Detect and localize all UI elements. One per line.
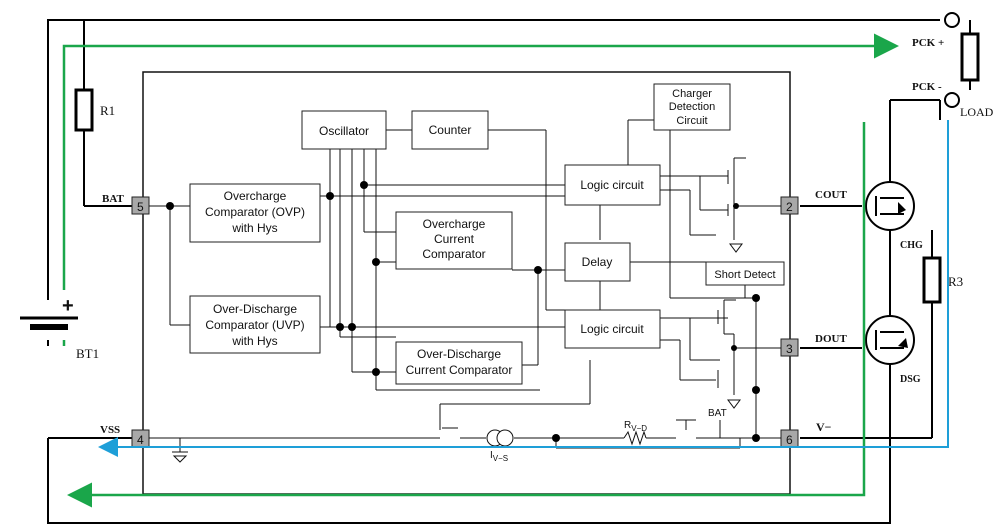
- pck-plus-label: PCK +: [912, 37, 944, 49]
- battery-label: BT1: [76, 346, 99, 361]
- discharge-current-path: [98, 120, 949, 457]
- svg-text:with Hys: with Hys: [231, 221, 277, 235]
- svg-text:Logic circuit: Logic circuit: [580, 322, 644, 336]
- load-resistor: [960, 32, 980, 82]
- ivs-label: IV−S: [490, 450, 508, 463]
- load-label: LOAD: [960, 105, 994, 119]
- bat-pin-label: BAT: [102, 193, 124, 205]
- svg-text:Over-Discharge: Over-Discharge: [213, 302, 297, 316]
- uvp-comparator-block: Over-Discharge Comparator (UVP) with Hys: [189, 295, 321, 354]
- svg-text:Oscillator: Oscillator: [319, 124, 369, 138]
- pck-plus-terminal: [944, 12, 960, 28]
- current-source: [486, 429, 514, 447]
- svg-text:Overcharge: Overcharge: [224, 189, 287, 203]
- svg-text:Circuit: Circuit: [676, 115, 707, 127]
- svg-text:Over-Discharge: Over-Discharge: [417, 347, 501, 361]
- pck-minus-terminal: [944, 92, 960, 108]
- svg-text:Detection: Detection: [669, 101, 715, 113]
- svg-text:Current: Current: [434, 232, 475, 246]
- r1-resistor: [74, 88, 94, 132]
- over-discharge-current-comparator-block: Over-Discharge Current Comparator: [395, 341, 523, 385]
- svg-text:with Hys: with Hys: [231, 334, 277, 348]
- chg-mosfet: [865, 181, 915, 231]
- svg-text:Overcharge: Overcharge: [423, 217, 486, 231]
- rvd-resistor: [623, 430, 647, 446]
- svg-text:4: 4: [137, 433, 144, 447]
- svg-text:Counter: Counter: [429, 123, 472, 137]
- battery-plus-sign: +: [62, 295, 74, 317]
- dsg-label: DSG: [900, 374, 921, 385]
- dsg-mosfet: [865, 315, 915, 365]
- svg-text:Delay: Delay: [582, 255, 613, 269]
- r3-label: R3: [948, 274, 963, 289]
- svg-text:6: 6: [786, 433, 793, 447]
- pck-minus-label: PCK -: [912, 81, 942, 93]
- svg-text:Short Detect: Short Detect: [714, 269, 775, 281]
- logic-circuit-lower-block: Logic circuit: [564, 309, 661, 349]
- overcharge-current-comparator-block: Overcharge Current Comparator: [395, 211, 513, 270]
- svg-text:Comparator (OVP): Comparator (OVP): [205, 205, 305, 219]
- pin-4-vss: 4 VSS: [100, 424, 150, 448]
- ovp-comparator-block: Overcharge Comparator (OVP) with Hys: [189, 183, 321, 243]
- pin-5-bat: 5 BAT: [102, 193, 150, 215]
- counter-block: Counter: [411, 110, 489, 150]
- vss-pin-label: VSS: [100, 424, 120, 436]
- pin-2-cout: 2 COUT: [780, 189, 847, 215]
- rvd-label: RV−D: [624, 420, 647, 433]
- outer-wiring: [47, 19, 971, 524]
- svg-text:Comparator: Comparator: [422, 247, 485, 261]
- svg-text:Current Comparator: Current Comparator: [406, 363, 513, 377]
- svg-text:2: 2: [786, 200, 793, 214]
- bat-small-label: BAT: [708, 408, 727, 419]
- oscillator-block: Oscillator: [301, 110, 387, 150]
- delay-block: Delay: [564, 242, 631, 282]
- battery-bt1: [20, 316, 78, 330]
- r3-resistor: [922, 256, 942, 304]
- svg-text:Comparator (UVP): Comparator (UVP): [205, 318, 304, 332]
- logic-circuit-upper-block: Logic circuit: [564, 164, 661, 206]
- cout-pin-label: COUT: [815, 189, 847, 201]
- chg-label: CHG: [900, 240, 923, 251]
- vminus-pin-label: V−: [816, 420, 832, 434]
- svg-text:Logic circuit: Logic circuit: [580, 178, 644, 192]
- r1-label: R1: [100, 103, 115, 118]
- svg-text:3: 3: [786, 342, 793, 356]
- dout-pin-label: DOUT: [815, 333, 847, 345]
- short-detect-block: Short Detect: [705, 261, 785, 286]
- svg-text:Charger: Charger: [672, 88, 712, 100]
- charge-current-path: [62, 33, 899, 508]
- pin-3-dout: 3 DOUT: [780, 333, 847, 357]
- junction-dots: [166, 181, 760, 442]
- charger-detection-block: Charger Detection Circuit: [653, 83, 731, 131]
- svg-text:5: 5: [137, 200, 144, 214]
- pin-6-vminus: 6 V−: [780, 420, 832, 448]
- internal-wiring: [149, 119, 781, 463]
